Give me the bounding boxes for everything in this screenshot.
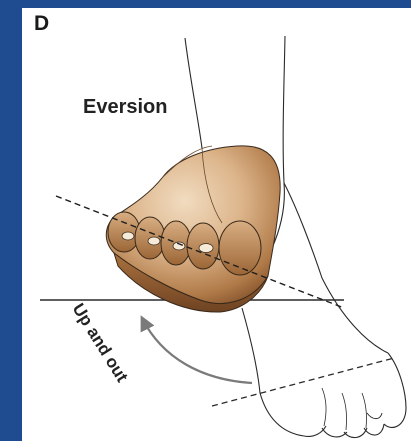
figure-panel: Up and out D Eversion — [22, 8, 411, 441]
toenail-2 — [199, 244, 213, 253]
toe-5-outline — [304, 426, 326, 436]
leg-front-line — [185, 38, 202, 148]
toe-1-outline — [384, 353, 406, 427]
toenail-4 — [148, 237, 160, 245]
everted-toe-1 — [219, 221, 261, 275]
panel-label: D — [34, 13, 49, 34]
direction-label: Up and out — [69, 300, 132, 386]
everted-foot — [106, 146, 280, 312]
foot-dorsum-line — [284, 183, 388, 353]
foot-eversion-illustration: Up and out — [22, 8, 411, 441]
toenail-1 — [367, 413, 382, 419]
toe-3-outline — [344, 428, 367, 438]
foot-heel-line — [242, 308, 260, 393]
toenail-5 — [122, 232, 134, 240]
motion-label: Eversion — [83, 97, 167, 117]
toe-crease-3 — [362, 393, 367, 428]
toe-crease-1 — [322, 388, 326, 426]
toe-crease-2 — [342, 393, 347, 430]
toe-4-outline — [322, 428, 347, 437]
up-and-out-arrow — [142, 318, 252, 383]
toe-2-outline — [364, 424, 384, 435]
foot-sole-line — [260, 393, 304, 436]
